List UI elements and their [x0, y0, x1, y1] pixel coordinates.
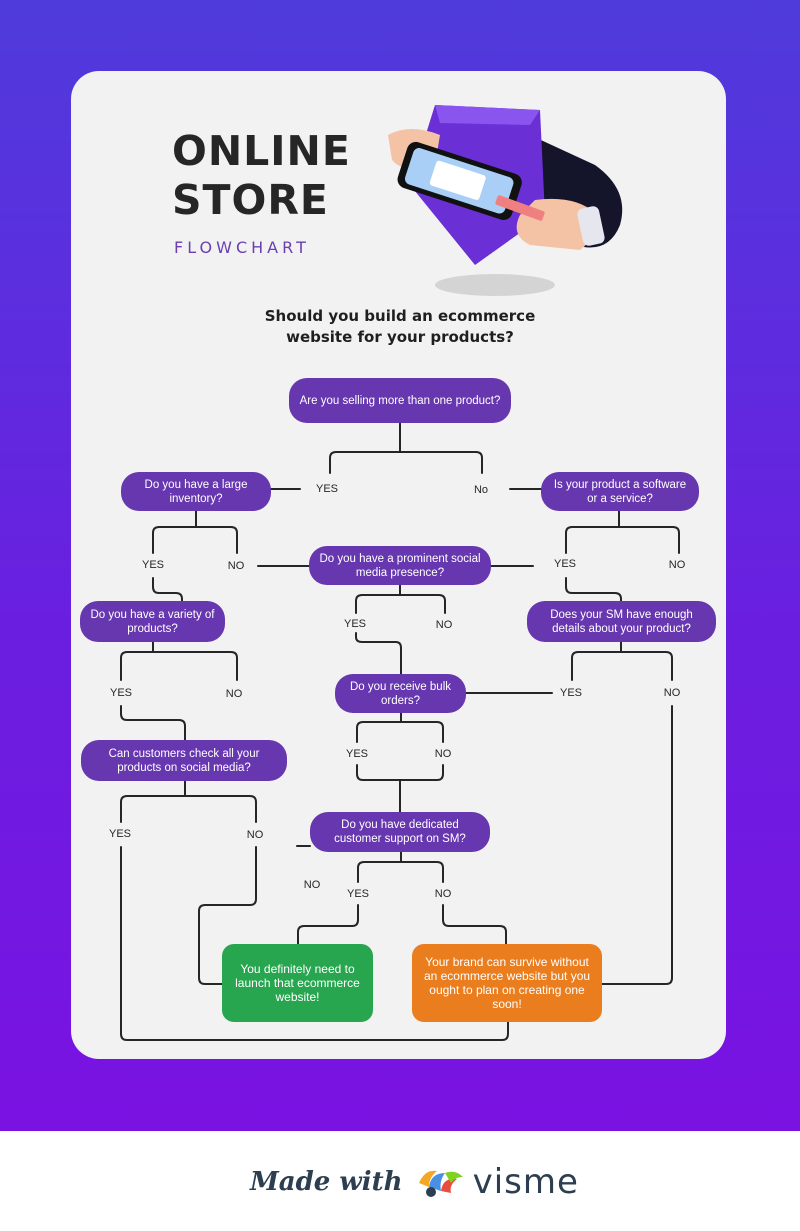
label-yes-q4: YES [343, 618, 367, 630]
label-yes-q8: YES [108, 828, 132, 840]
title-line-1: ONLINE [172, 127, 351, 175]
made-with-visme[interactable]: Made with visme [250, 1152, 579, 1212]
label-yes-q6: YES [559, 687, 583, 699]
connector-q8-yes [120, 846, 509, 1041]
credit-card [495, 195, 545, 221]
connector-q3-yes-down [565, 577, 622, 602]
label-no-q3: NO [668, 559, 686, 571]
connector-q8-no [198, 846, 257, 985]
node-variety-of-products[interactable]: Do you have a variety of products? [80, 601, 225, 642]
footer [0, 1131, 800, 1231]
label-yes-q3: YES [553, 558, 577, 570]
connector-lines [120, 422, 680, 1041]
node-social-media-presence[interactable]: Do you have a prominent social media pre… [309, 546, 491, 585]
node-large-inventory[interactable]: Do you have a large inventory? [121, 472, 271, 511]
label-no-q1: No [473, 484, 489, 496]
label-no-q9-left: NO [303, 879, 321, 891]
label-yes-q5: YES [109, 687, 133, 699]
label-no-q6: NO [663, 687, 681, 699]
main-question-line-1: Should you build an ecommerce [264, 307, 536, 325]
connector-q1 [329, 422, 483, 474]
label-no-q8: NO [246, 829, 264, 841]
shirt-cuff [577, 206, 605, 246]
label-no-q5: NO [225, 688, 243, 700]
node-selling-more-than-one[interactable]: Are you selling more than one product? [289, 378, 511, 423]
label-yes-q9: YES [346, 888, 370, 900]
node-customer-support-sm[interactable]: Do you have dedicated customer support o… [310, 812, 490, 852]
outcome-need-ecommerce[interactable]: You definitely need to launch that ecomm… [222, 944, 373, 1022]
phone-illustration [388, 105, 623, 296]
wallet-fold [435, 105, 540, 125]
label-no-q9: NO [434, 888, 452, 900]
visme-wordmark: visme [472, 1162, 579, 1202]
connector-q4 [355, 584, 446, 614]
connector-q6 [571, 641, 673, 681]
illustration-shadow [435, 274, 555, 296]
connector-q7 [356, 712, 444, 743]
label-yes-q2: YES [141, 559, 165, 571]
connector-q3 [565, 510, 680, 554]
subtitle: FLOWCHART [174, 238, 310, 257]
connector-q2 [152, 510, 238, 554]
connector-q8 [120, 780, 257, 823]
label-no-q4: NO [435, 619, 453, 631]
main-question: Should you build an ecommerce website fo… [230, 306, 570, 348]
made-with-text: Made with [250, 1167, 403, 1197]
connector-q9-yes [297, 904, 359, 945]
connector-q2-yes [152, 577, 183, 602]
visme-logo-icon [418, 1170, 463, 1197]
node-check-products-social[interactable]: Can customers check all your products on… [81, 740, 287, 781]
label-yes-q1: YES [315, 483, 339, 495]
connector-q4-yes [355, 632, 402, 675]
label-yes-q7: YES [345, 748, 369, 760]
label-no-q2: NO [227, 560, 245, 572]
connector-q6-no [601, 705, 673, 985]
label-no-q7: NO [434, 748, 452, 760]
connector-q9-no [442, 904, 507, 945]
outcome-can-survive[interactable]: Your brand can survive without an ecomme… [412, 944, 602, 1022]
node-software-or-service[interactable]: Is your product a software or a service? [541, 472, 699, 511]
connector-q5-yes [120, 705, 186, 741]
node-sm-enough-details[interactable]: Does your SM have enough details about y… [527, 601, 716, 642]
main-question-line-2: website for your products? [286, 328, 514, 346]
connector-q5 [120, 641, 238, 681]
connector-q7-merge [356, 764, 444, 813]
node-bulk-orders[interactable]: Do you receive bulk orders? [335, 674, 466, 713]
connector-q9 [357, 851, 444, 883]
title-line-2: STORE [172, 176, 329, 224]
screen-card [429, 160, 486, 200]
